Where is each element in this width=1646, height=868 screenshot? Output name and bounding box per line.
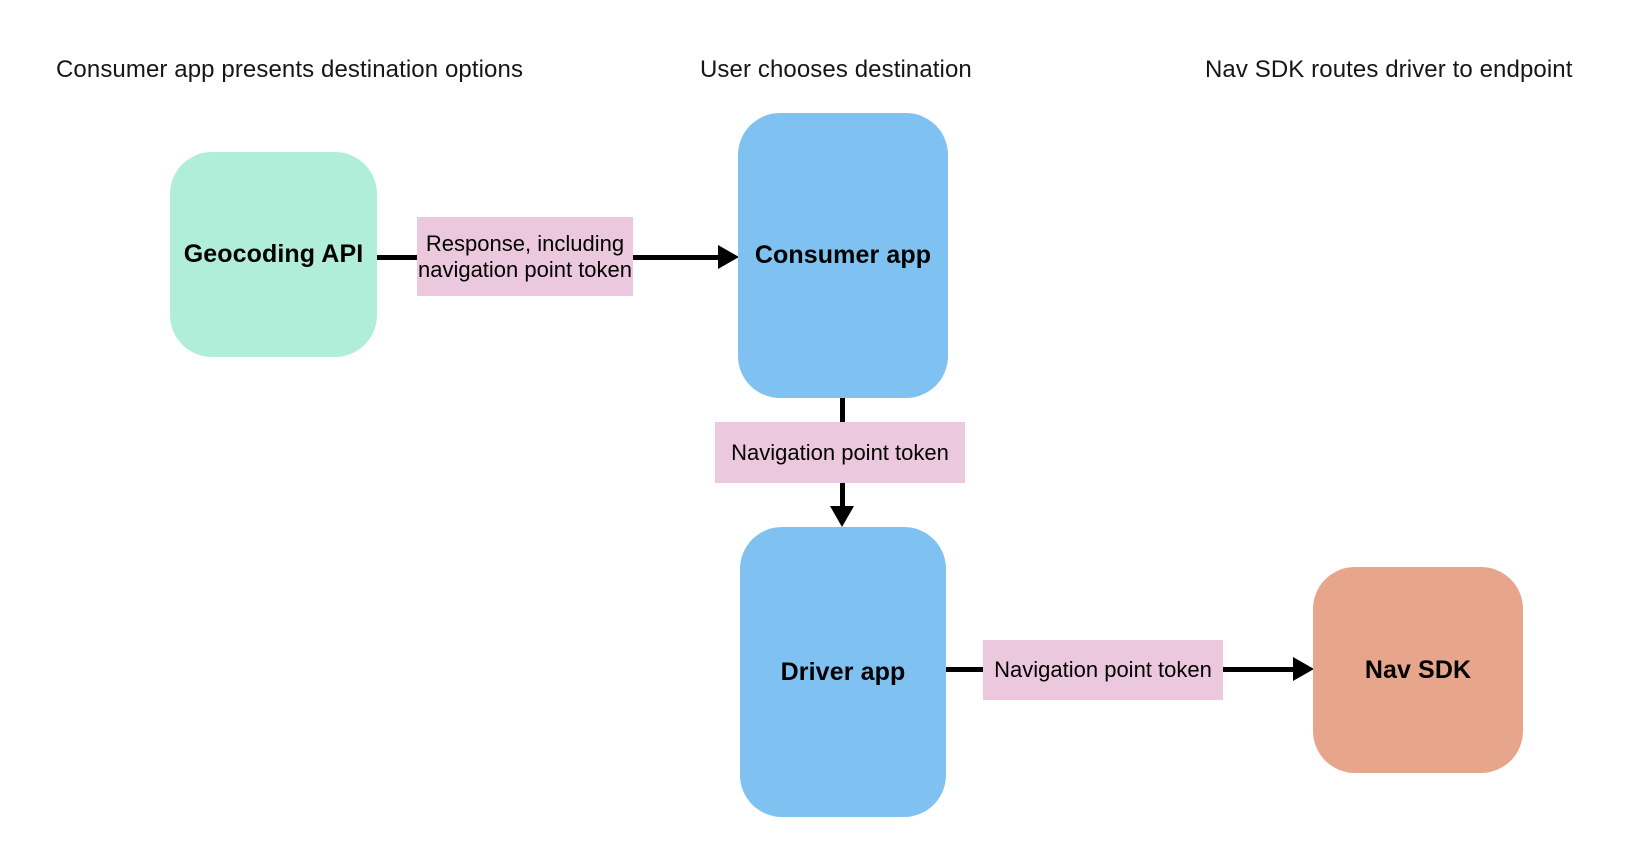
column-header-consumer-presents: Consumer app presents destination option… [56, 56, 524, 83]
edge-label-navigation-point-token-1: Navigation point token [715, 422, 965, 483]
edge-label-response-including-token: Response, including navigation point tok… [417, 217, 633, 296]
node-consumer-app: Consumer app [738, 113, 948, 398]
column-header-navsdk-routes: Nav SDK routes driver to endpoint [1205, 56, 1573, 83]
node-geocoding-api: Geocoding API [170, 152, 377, 357]
node-nav-sdk-label: Nav SDK [1364, 655, 1472, 684]
arrowhead-right-icon [1293, 657, 1314, 681]
column-header-user-chooses: User chooses destination [700, 56, 972, 83]
edge-label-navigation-point-token-2: Navigation point token [983, 640, 1223, 700]
node-geocoding-api-label: Geocoding API [183, 240, 364, 268]
node-driver-app-label: Driver app [780, 657, 906, 686]
arrowhead-down-icon [830, 506, 854, 527]
node-nav-sdk: Nav SDK [1313, 567, 1523, 773]
node-driver-app: Driver app [740, 527, 946, 817]
node-consumer-app-label: Consumer app [754, 241, 932, 269]
arrowhead-right-icon [718, 245, 739, 269]
